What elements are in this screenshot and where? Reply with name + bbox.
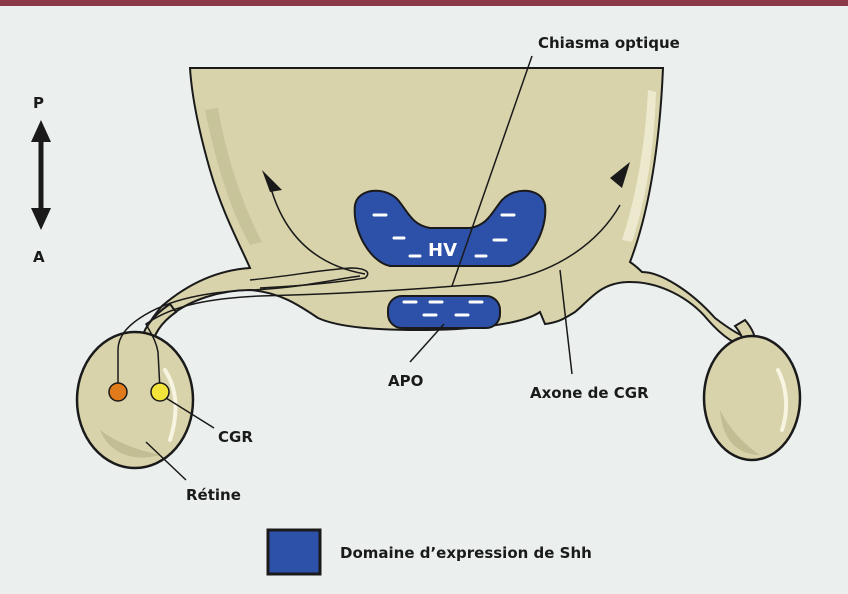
axis-label-anterior: A <box>33 248 45 266</box>
retine-label: Rétine <box>186 486 241 504</box>
legend-label: Domaine d’expression de Shh <box>340 544 592 562</box>
apo-label: APO <box>388 372 423 390</box>
chiasma-optique-label: Chiasma optique <box>538 34 680 52</box>
hv-label: HV <box>428 240 457 261</box>
axis-label-posterior: P <box>33 94 44 112</box>
legend-swatch <box>268 530 320 574</box>
top-bar <box>0 0 848 6</box>
cgr-label: CGR <box>218 428 253 446</box>
cgr-orange-cell <box>109 383 127 401</box>
axone-de-cgr-label: Axone de CGR <box>530 384 649 402</box>
